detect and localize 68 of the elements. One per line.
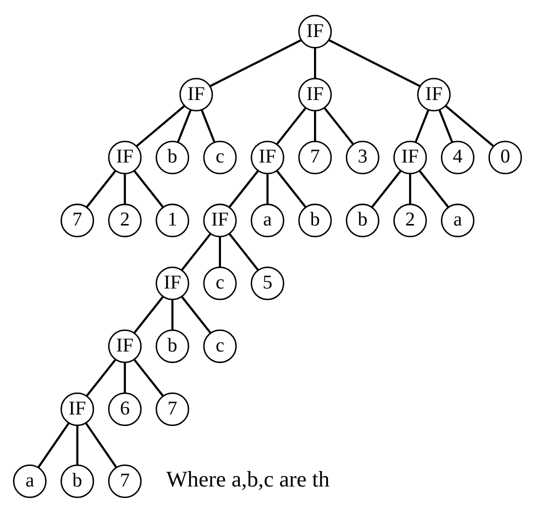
node-circle: b xyxy=(346,203,380,237)
node-circle: 1 xyxy=(156,203,190,237)
connector xyxy=(76,426,78,464)
connector xyxy=(210,38,302,87)
connector xyxy=(445,104,494,146)
node-circle: 4 xyxy=(440,140,474,174)
connector xyxy=(276,107,306,145)
node-circle: b xyxy=(156,329,190,363)
node-circle: IF xyxy=(156,266,190,300)
node-circle: 7 xyxy=(108,464,142,498)
connector xyxy=(228,170,259,208)
connector xyxy=(133,296,164,334)
connector xyxy=(200,109,216,142)
node-circle: IF xyxy=(108,140,142,174)
connector xyxy=(276,170,307,208)
node-circle: IF xyxy=(108,329,142,363)
connector xyxy=(86,170,116,208)
node-circle: 2 xyxy=(108,203,142,237)
node-circle: 6 xyxy=(108,392,142,426)
node-circle: b xyxy=(60,464,94,498)
node-circle: 7 xyxy=(156,392,190,426)
connector xyxy=(228,232,260,270)
connector xyxy=(314,110,316,141)
node-circle: IF xyxy=(250,140,284,174)
node-circle: 3 xyxy=(346,140,380,174)
connector xyxy=(124,174,126,204)
node-circle: IF xyxy=(298,77,332,111)
connector xyxy=(134,358,164,396)
node-circle: 7 xyxy=(60,203,94,237)
connector xyxy=(86,358,116,396)
connector xyxy=(136,104,186,146)
connector xyxy=(314,48,316,78)
node-circle: 7 xyxy=(298,140,332,174)
node-circle: a xyxy=(250,203,284,237)
node-circle: IF xyxy=(60,392,94,426)
node-circle: 5 xyxy=(250,266,284,300)
node-circle: a xyxy=(440,203,474,237)
connector xyxy=(324,107,354,145)
node-circle: IF xyxy=(298,14,332,48)
connector xyxy=(134,170,164,208)
node-circle: c xyxy=(203,329,237,363)
node-circle: IF xyxy=(417,77,451,111)
node-circle: b xyxy=(298,203,332,237)
connector xyxy=(124,362,126,392)
connector xyxy=(181,296,212,334)
connector xyxy=(176,109,192,142)
connector xyxy=(371,170,402,208)
node-circle: 2 xyxy=(393,203,427,237)
node-circle: IF xyxy=(203,203,237,237)
connector xyxy=(328,38,420,87)
connector xyxy=(438,109,454,142)
connector xyxy=(85,422,118,468)
label: Where a,b,c are th xyxy=(166,466,330,492)
node-circle: c xyxy=(203,266,237,300)
node-circle: IF xyxy=(179,77,213,111)
node-circle: IF xyxy=(393,140,427,174)
connector xyxy=(38,422,70,468)
connector xyxy=(414,109,430,142)
node-circle: c xyxy=(203,140,237,174)
connector xyxy=(218,236,221,267)
node-circle: b xyxy=(156,140,190,174)
connector xyxy=(418,170,450,208)
connector xyxy=(180,232,212,270)
connector xyxy=(409,174,412,204)
connector xyxy=(171,299,174,330)
node-circle: 0 xyxy=(488,140,522,174)
node-circle: a xyxy=(13,464,47,498)
connector xyxy=(266,174,269,204)
